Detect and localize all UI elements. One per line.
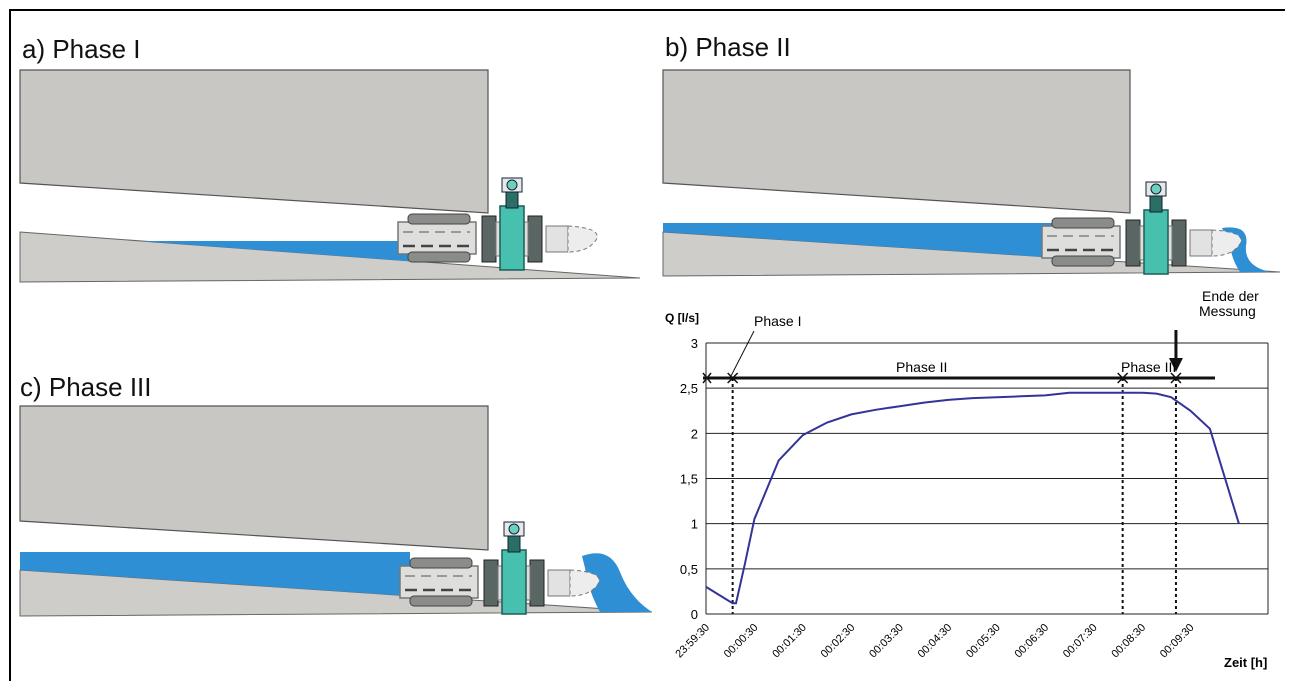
end-arrow-head [1168, 358, 1183, 372]
y-tick-label: 2,5 [680, 381, 698, 396]
phase-1-leader [730, 330, 755, 377]
phase-3-label: Phase III [1121, 359, 1176, 375]
phase-1-label: Phase I [754, 313, 801, 329]
phase-start-mark [702, 372, 712, 384]
x-tick-label: 00:02:30 [819, 622, 858, 661]
panel-a-illustration [19, 69, 641, 283]
y-tick-label: 1 [691, 517, 698, 532]
y-tick-labels: 0 0,5 1 1,5 2 2,5 3 [680, 336, 698, 622]
panel-c-illustration [19, 405, 653, 617]
x-axis-label: Zeit [h] [1224, 655, 1267, 670]
series-line [705, 391, 1240, 605]
x-tick-label: 00:04:30 [916, 622, 955, 661]
x-tick-label: 00:00:30 [722, 622, 761, 661]
y-tick-label: 0,5 [680, 562, 698, 577]
x-tick-label: 23:59:30 [673, 622, 712, 661]
y-tick-label: 2 [691, 426, 698, 441]
panel-b-label: b) Phase II [665, 32, 791, 62]
x-tick-label: 00:09:30 [1158, 622, 1197, 661]
panel-b-illustration [662, 69, 1281, 277]
end-label-line2: Messung [1199, 303, 1256, 319]
phase-2-label: Phase II [896, 359, 947, 375]
panel-c-label: c) Phase III [20, 372, 152, 402]
x-tick-label: 00:05:30 [964, 622, 1003, 661]
y-tick-label: 3 [691, 336, 698, 351]
y-tick-label: 0 [691, 607, 698, 622]
end-label-line1: Ende der [1202, 288, 1259, 304]
figure-frame [9, 9, 1285, 681]
phase-tick-mark [1170, 372, 1182, 384]
panel-a-label: a) Phase I [22, 34, 141, 64]
chart-grid [705, 342, 1269, 615]
phase-tick-mark [727, 372, 739, 384]
x-tick-label: 00:06:30 [1012, 622, 1051, 661]
y-axis-label: Q [l/s] [665, 311, 699, 325]
phase-markers [702, 330, 1215, 614]
x-tick-label: 00:01:30 [770, 622, 809, 661]
x-tick-label: 00:07:30 [1061, 622, 1100, 661]
x-tick-label: 00:03:30 [867, 622, 906, 661]
y-tick-label: 1,5 [680, 472, 698, 487]
phase-tick-mark [1117, 372, 1129, 384]
x-tick-label: 00:08:30 [1109, 622, 1148, 661]
